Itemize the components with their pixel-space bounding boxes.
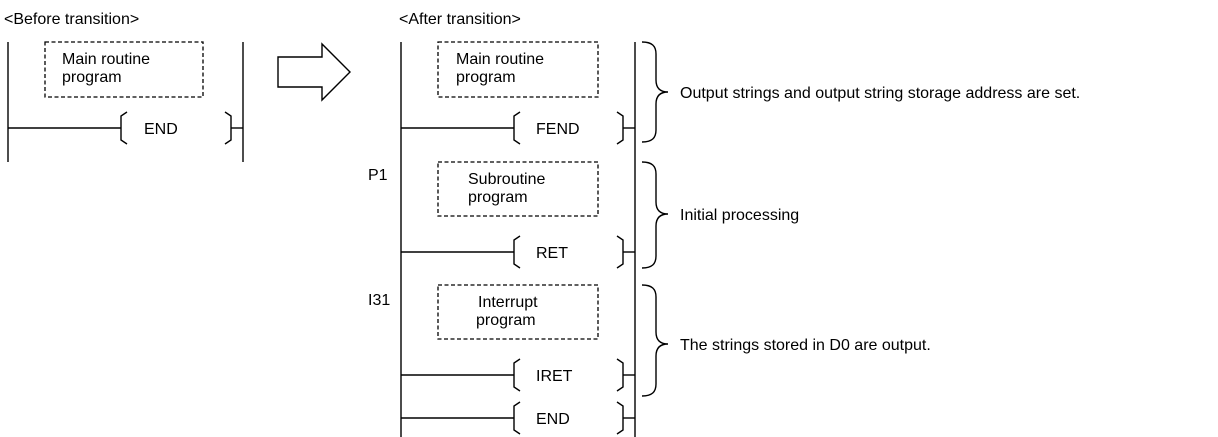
- ret-bracket-right: [616, 235, 624, 269]
- iret-bracket-right: [616, 358, 624, 392]
- after-end-label: END: [536, 411, 570, 428]
- after-end-bracket-right: [616, 401, 624, 435]
- fend-label: FEND: [536, 121, 580, 138]
- subroutine-box: [437, 161, 599, 217]
- after-main-routine-line2: program: [456, 69, 516, 86]
- interrupt-line1: Interrupt: [478, 294, 538, 311]
- fend-bracket-left: [513, 111, 521, 145]
- iret-label: IRET: [536, 368, 573, 385]
- annotation-interrupt: The strings stored in D0 are output.: [680, 337, 931, 354]
- brace-subroutine-section: [641, 161, 669, 269]
- ret-label: RET: [536, 245, 568, 262]
- i31-pointer-label: I31: [368, 292, 390, 309]
- before-main-routine-line1: Main routine: [62, 51, 150, 68]
- before-heading: <Before transition>: [4, 11, 139, 28]
- before-main-routine-box: [44, 41, 204, 98]
- before-end-bracket-right: [224, 111, 232, 145]
- interrupt-box: [437, 284, 599, 340]
- ret-bracket-left: [513, 235, 521, 269]
- after-heading: <After transition>: [399, 11, 521, 28]
- p1-pointer-label: P1: [368, 167, 388, 184]
- annotation-subroutine: Initial processing: [680, 207, 799, 224]
- subroutine-line1: Subroutine: [468, 171, 545, 188]
- after-main-routine-box: [437, 41, 599, 98]
- before-end-label: END: [144, 121, 178, 138]
- after-end-bracket-left: [513, 401, 521, 435]
- subroutine-line2: program: [468, 189, 528, 206]
- iret-bracket-left: [513, 358, 521, 392]
- interrupt-line2: program: [476, 312, 536, 329]
- annotation-main: Output strings and output string storage…: [680, 85, 1080, 102]
- before-main-routine-line2: program: [62, 69, 122, 86]
- after-main-routine-line1: Main routine: [456, 51, 544, 68]
- fend-bracket-right: [616, 111, 624, 145]
- transition-arrow-icon: [277, 42, 351, 102]
- brace-interrupt-section: [641, 284, 669, 397]
- before-end-bracket-left: [120, 111, 128, 145]
- brace-main-section: [641, 41, 669, 143]
